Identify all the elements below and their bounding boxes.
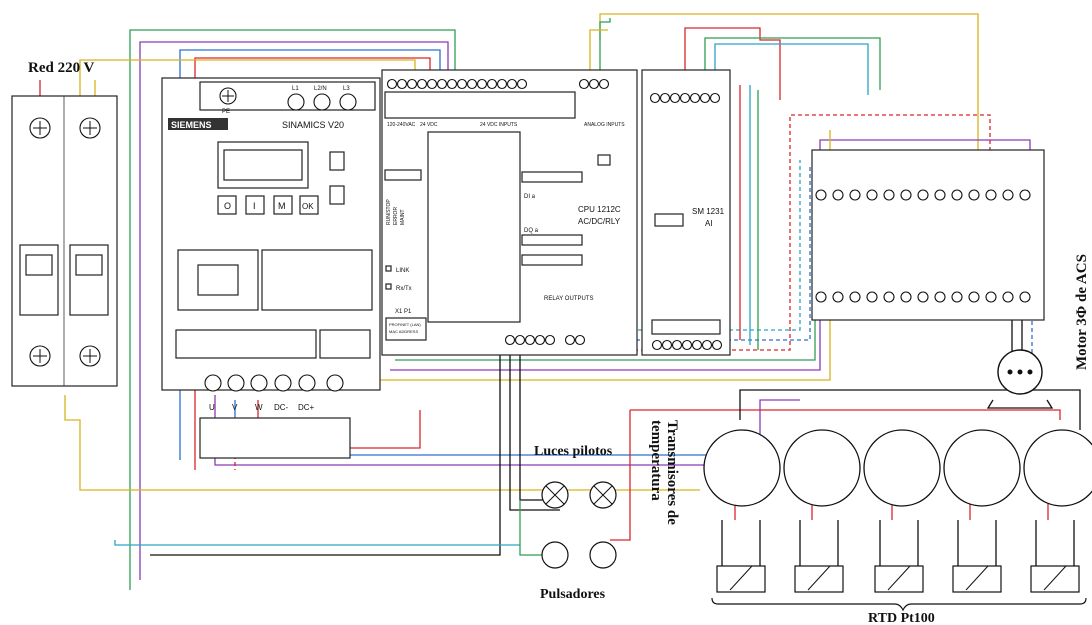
svg-text:OK: OK bbox=[302, 202, 314, 211]
svg-text:PE: PE bbox=[222, 109, 230, 115]
vfd-model: SINAMICS V20 bbox=[282, 120, 344, 130]
svg-text:RELAY OUTPUTS: RELAY OUTPUTS bbox=[544, 296, 593, 302]
svg-text:ERROR: ERROR bbox=[393, 207, 399, 225]
rtd-2 bbox=[794, 565, 844, 593]
vfd-sinamics-v20: PE L1 L2/N L3 SIEMENS SINAMICS V20 O I M… bbox=[161, 77, 381, 459]
transmitters-label-1: Transmisores de bbox=[664, 420, 680, 525]
svg-text:RUN/STOP: RUN/STOP bbox=[386, 199, 392, 225]
svg-text:W: W bbox=[255, 403, 263, 412]
svg-text:120-240VAC: 120-240VAC bbox=[387, 122, 416, 128]
rtd-sensors bbox=[711, 565, 1087, 612]
push-buttons bbox=[541, 541, 617, 569]
vfd-control-terminals bbox=[175, 329, 317, 359]
svg-text:DC+: DC+ bbox=[298, 403, 315, 412]
svg-text:DC-: DC- bbox=[274, 403, 289, 412]
circuit-breaker bbox=[11, 95, 118, 387]
svg-text:X1 P1: X1 P1 bbox=[395, 309, 412, 315]
svg-text:L2/N: L2/N bbox=[314, 86, 327, 92]
rtd-brace bbox=[711, 597, 1087, 612]
vfd-output-terminals bbox=[204, 374, 344, 392]
sm-module-name: SM 1231 bbox=[692, 207, 725, 216]
vfd-run-button[interactable] bbox=[245, 195, 265, 215]
vfd-m-button[interactable] bbox=[273, 195, 293, 215]
svg-text:MAC ADDRESS: MAC ADDRESS bbox=[389, 329, 418, 334]
push-button-2 bbox=[589, 541, 617, 569]
plc-top-terminals bbox=[386, 78, 610, 90]
svg-text:MAINT: MAINT bbox=[400, 209, 406, 225]
pilot-lights-label: Luces pilotos bbox=[534, 444, 613, 459]
svg-text:LINK: LINK bbox=[396, 268, 409, 274]
transmitters-label-2: temperatura bbox=[648, 420, 664, 501]
svg-text:24 VDC INPUTS: 24 VDC INPUTS bbox=[480, 122, 518, 128]
svg-text:AI: AI bbox=[705, 219, 713, 228]
vfd-down-button[interactable] bbox=[329, 185, 345, 205]
rtd-3 bbox=[874, 565, 924, 593]
motor-label: Motor 3Φ de ACS bbox=[1074, 254, 1090, 370]
terminal-screws-bottom bbox=[815, 291, 1031, 303]
plc-model-line1: CPU 1212C bbox=[578, 205, 621, 214]
svg-text:PROFINET (LAN): PROFINET (LAN) bbox=[389, 322, 421, 327]
rtd-5 bbox=[1030, 565, 1080, 593]
vfd-stop-button[interactable] bbox=[217, 195, 237, 215]
transmitter-1 bbox=[703, 429, 781, 507]
svg-text:V: V bbox=[232, 403, 238, 412]
push-buttons-label: Pulsadores bbox=[540, 587, 606, 602]
temperature-transmitters bbox=[703, 429, 1092, 507]
svg-text:DI a: DI a bbox=[524, 194, 536, 200]
svg-text:U: U bbox=[209, 403, 215, 412]
red-220v-label: Red 220 V bbox=[28, 60, 95, 76]
push-button-1 bbox=[541, 541, 569, 569]
svg-text:ANALOG INPUTS: ANALOG INPUTS bbox=[584, 122, 625, 128]
svg-text:Rx/Tx: Rx/Tx bbox=[396, 286, 412, 292]
pilot-lights bbox=[541, 481, 617, 509]
svg-text:I: I bbox=[253, 201, 256, 211]
vfd-ok-button[interactable] bbox=[299, 195, 319, 215]
rtd-1 bbox=[716, 565, 766, 593]
svg-text:L1: L1 bbox=[292, 86, 299, 92]
breaker-screw-icon bbox=[29, 117, 101, 367]
svg-text:DQ a: DQ a bbox=[524, 228, 539, 234]
svg-text:L3: L3 bbox=[343, 86, 350, 92]
transmitter-2 bbox=[783, 429, 861, 507]
vfd-brand: SIEMENS bbox=[171, 120, 212, 130]
terminal-screws-top bbox=[815, 189, 1031, 201]
svg-text:M: M bbox=[278, 201, 286, 211]
motor-icon bbox=[986, 349, 1054, 409]
svg-text:O: O bbox=[224, 201, 231, 211]
rtd-4 bbox=[952, 565, 1002, 593]
plc-relay-terminals bbox=[504, 334, 586, 346]
rtd-label: RTD Pt100 bbox=[868, 611, 935, 625]
siemens-badge bbox=[168, 118, 228, 130]
plc-cpu-1212c: 120-240VAC 24 VDC 24 VDC INPUTS ANALOG I… bbox=[381, 69, 638, 356]
vfd-up-button[interactable] bbox=[329, 151, 345, 171]
plc-model-line2: AC/DC/RLY bbox=[578, 217, 621, 226]
sm-1231-module: SM 1231 AI bbox=[641, 69, 731, 356]
svg-text:24 VDC: 24 VDC bbox=[420, 122, 438, 128]
transmitter-3 bbox=[863, 429, 941, 507]
transmitter-5 bbox=[1023, 429, 1092, 507]
transmitter-4 bbox=[943, 429, 1021, 507]
terminal-block-strip bbox=[811, 149, 1045, 321]
